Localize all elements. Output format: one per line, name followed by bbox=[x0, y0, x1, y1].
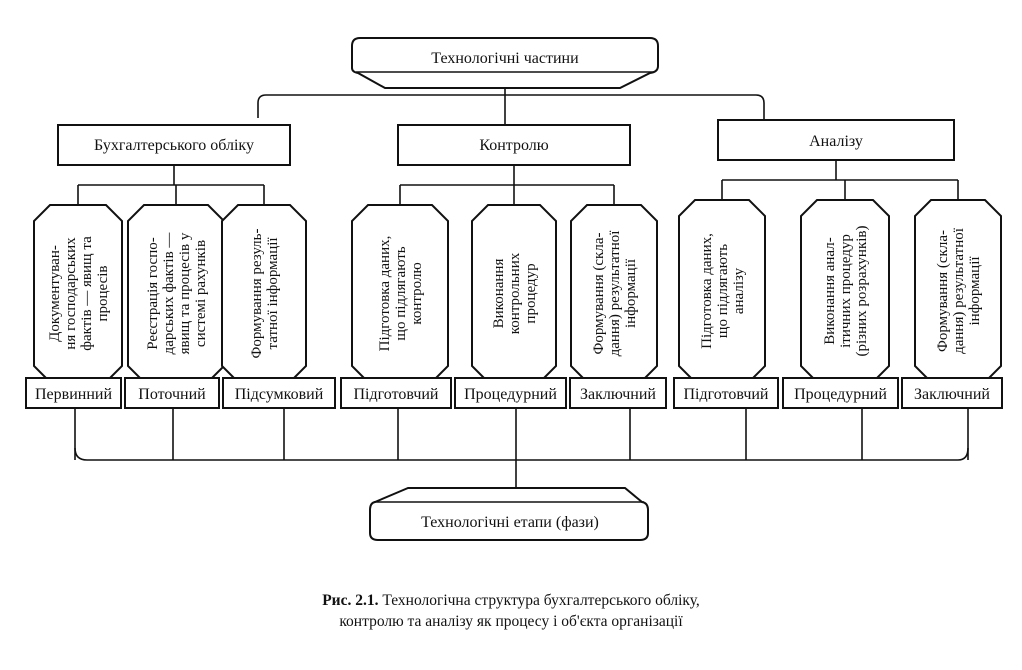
caption-line1: Технологічна структура бухгалтерського о… bbox=[378, 592, 700, 609]
step-node: Підготовка даних,що підлягаютьаналізу bbox=[678, 199, 766, 383]
step-node: Формування (скла-дання) результатноїінфо… bbox=[570, 204, 658, 383]
step-label: Виконання анал-ітичних процедур(різних р… bbox=[822, 226, 870, 357]
step-node: Підготовка даних,що підлягаютьконтролю bbox=[351, 204, 449, 383]
phase-box: Поточний bbox=[124, 377, 220, 409]
step-label: Документуван-ня господарськихфактів — яв… bbox=[47, 236, 111, 351]
step-label-line: дання) результатної bbox=[607, 230, 623, 357]
phase-box: Підготовчий bbox=[340, 377, 452, 409]
step-label-line: дання) результатної bbox=[951, 227, 967, 354]
step-label-line: Підготовка даних, bbox=[699, 233, 715, 349]
phase-box: Процедурний bbox=[454, 377, 567, 409]
step-label-line: фактів — явищ та bbox=[79, 236, 95, 351]
phase-bus bbox=[74, 447, 969, 461]
step-node: Виконання анал-ітичних процедур(різних р… bbox=[800, 199, 890, 383]
phase-box: Заключний bbox=[569, 377, 667, 409]
step-label-line: ня господарських bbox=[63, 237, 79, 350]
phase-label: Заключний bbox=[914, 386, 990, 403]
step-node: Реєстрація госпо-дарських фактів —явищ т… bbox=[127, 204, 225, 383]
step-node: Документуван-ня господарськихфактів — яв… bbox=[33, 204, 123, 383]
category-kontrol: Контролю bbox=[397, 124, 631, 166]
step-node: Виконанняконтрольнихпроцедур bbox=[471, 204, 557, 383]
step-label-line: Підготовка даних, bbox=[377, 236, 393, 352]
phase-box: Підсумковий bbox=[222, 377, 336, 409]
step-label-line: дарських фактів — bbox=[161, 232, 177, 355]
step-label-line: татної інформації bbox=[265, 237, 281, 350]
phase-label: Первинний bbox=[35, 386, 112, 403]
category-label: Бухгалтерського обліку bbox=[94, 137, 254, 154]
step-label-line: інформації bbox=[623, 258, 639, 328]
step-label: Формування (скла-дання) результатноїінфо… bbox=[591, 230, 639, 357]
phase-label: Процедурний bbox=[794, 386, 887, 403]
step-label-line: Документуван- bbox=[47, 245, 63, 342]
connector-lines bbox=[74, 88, 969, 488]
step-label-line: аналізу bbox=[731, 267, 747, 314]
step-label-line: інформації bbox=[967, 256, 983, 326]
category-label: Аналізу bbox=[809, 133, 863, 150]
step-label-line: системі рахунків bbox=[193, 240, 209, 347]
step-node: Формування (скла-дання) результатноїінфо… bbox=[914, 199, 1002, 383]
phase-box: Первинний bbox=[25, 377, 122, 409]
phase-boxes: Первинний Поточний Підсумковий Підготовчий П… bbox=[25, 377, 1003, 409]
step-label-line: контрольних bbox=[507, 252, 523, 334]
diagram-canvas: Технологічні частини Бухгалтерського обл… bbox=[25, 37, 1003, 541]
bottom-label: Технологічні етапи (фази) bbox=[421, 514, 599, 531]
phase-box: Підготовчий bbox=[673, 377, 779, 409]
step-label: Реєстрація госпо-дарських фактів —явищ т… bbox=[145, 232, 209, 355]
phase-label: Підсумковий bbox=[235, 386, 324, 403]
phase-label: Заключний bbox=[580, 386, 656, 403]
phase-label: Підготовчий bbox=[684, 386, 769, 403]
phase-label: Поточний bbox=[138, 386, 206, 403]
step-label-line: явищ та процесів у bbox=[177, 232, 193, 354]
step-label-line: що підлягають bbox=[715, 244, 731, 338]
step-label-line: Формування (скла- bbox=[591, 233, 607, 355]
root-label: Технологічні частини bbox=[431, 50, 579, 67]
step-node: Формування резуль-татної інформації bbox=[221, 204, 307, 383]
phase-label: Процедурний bbox=[464, 386, 557, 403]
step-label: Виконанняконтрольнихпроцедур bbox=[491, 252, 539, 334]
category-analiz: Аналізу bbox=[717, 119, 955, 161]
phase-box: Заключний bbox=[901, 377, 1003, 409]
step-label: Підготовка даних,що підлягаютьконтролю bbox=[377, 236, 425, 352]
category-label: Контролю bbox=[479, 137, 548, 154]
step-label-line: Формування резуль- bbox=[249, 229, 265, 359]
caption-prefix: Рис. 2.1. bbox=[322, 592, 379, 609]
step-label-line: Виконання анал- bbox=[822, 237, 838, 344]
step-label-line: що підлягають bbox=[393, 246, 409, 340]
step-label-line: процесів bbox=[95, 266, 111, 322]
step-nodes: Документуван-ня господарськихфактів — яв… bbox=[33, 199, 1002, 383]
step-label-line: ітичних процедур bbox=[838, 234, 854, 348]
step-label-line: (різних розрахунків) bbox=[854, 226, 870, 357]
phase-box: Процедурний bbox=[782, 377, 899, 409]
figure-caption: Рис. 2.1. Технологічна структура бухгалт… bbox=[0, 590, 1022, 632]
caption-line2: контролю та аналізу як процесу і об'єкта… bbox=[339, 613, 683, 630]
step-label-line: контролю bbox=[409, 262, 425, 324]
step-label: Підготовка даних,що підлягаютьаналізу bbox=[699, 233, 747, 349]
step-label-line: Реєстрація госпо- bbox=[145, 237, 161, 349]
step-label-line: Виконання bbox=[491, 259, 507, 329]
step-label: Формування (скла-дання) результатноїінфо… bbox=[935, 227, 983, 354]
phase-label: Підготовчий bbox=[354, 386, 439, 403]
step-label: Формування резуль-татної інформації bbox=[249, 229, 281, 359]
step-label-line: процедур bbox=[523, 263, 539, 323]
root-connector bbox=[257, 88, 765, 120]
step-label-line: Формування (скла- bbox=[935, 230, 951, 352]
root-node: Технологічні частини bbox=[351, 37, 659, 89]
category-bukhgalterskyi-oblik: Бухгалтерського обліку bbox=[57, 124, 291, 166]
bottom-node: Технологічні етапи (фази) bbox=[369, 487, 649, 541]
